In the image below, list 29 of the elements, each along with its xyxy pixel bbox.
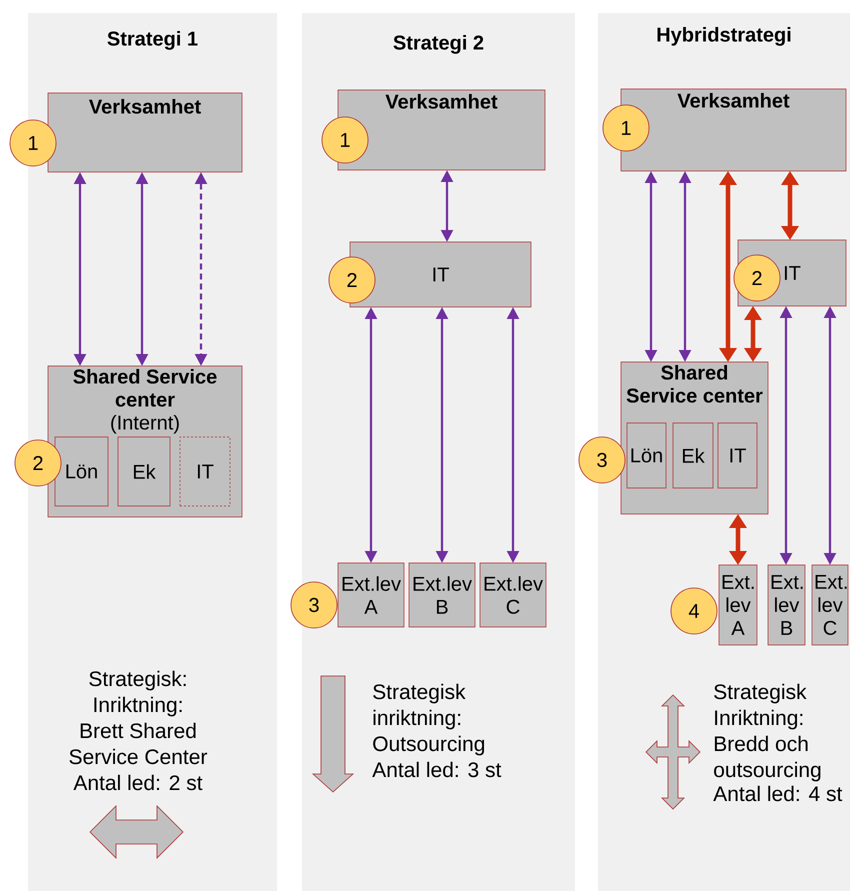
supplier-box: Ext. lev B [768,564,806,646]
function-box: Ek [672,422,714,488]
callout-number: 1 [322,116,368,164]
strategy-text: Antal led: 2 st [73,774,202,790]
supplier-box: Ext. lev C [812,564,848,646]
function-box: IT [180,436,230,506]
callout-number: 2 [14,440,62,486]
callout-number: 1 [10,120,56,166]
callout-number: 2 [734,254,780,302]
strategy-text: Strategisk inriktning: Outsourcing [373,684,484,756]
strategy-text: Antal led: 4 st [713,786,842,802]
callout-number: 3 [578,436,626,484]
supplier-box: Ext. lev A [718,564,758,646]
callout-number: 3 [290,582,338,628]
callout-number: 1 [602,104,650,152]
unit-box: Verksamhet [48,92,242,172]
supplier-box: Ext.lev C [480,562,546,628]
strategy-text: Strategisk Inriktning: Bredd och outsourcing [714,684,820,782]
strategy-text: Antal led: 3 st [372,762,502,778]
callout-number: 2 [328,256,376,304]
callout-number: 4 [670,588,718,634]
strategy-text: Brett Shared Service Center [70,722,208,764]
strategy-text: Strategisk: Inriktning: [89,670,186,716]
function-box: IT [718,422,758,488]
function-box: Lön [626,422,666,488]
supplier-box: Ext.lev A [338,562,404,628]
function-box: Lön [54,436,108,506]
supplier-box: Ext.lev B [408,562,476,628]
function-box: Ek [118,436,170,506]
